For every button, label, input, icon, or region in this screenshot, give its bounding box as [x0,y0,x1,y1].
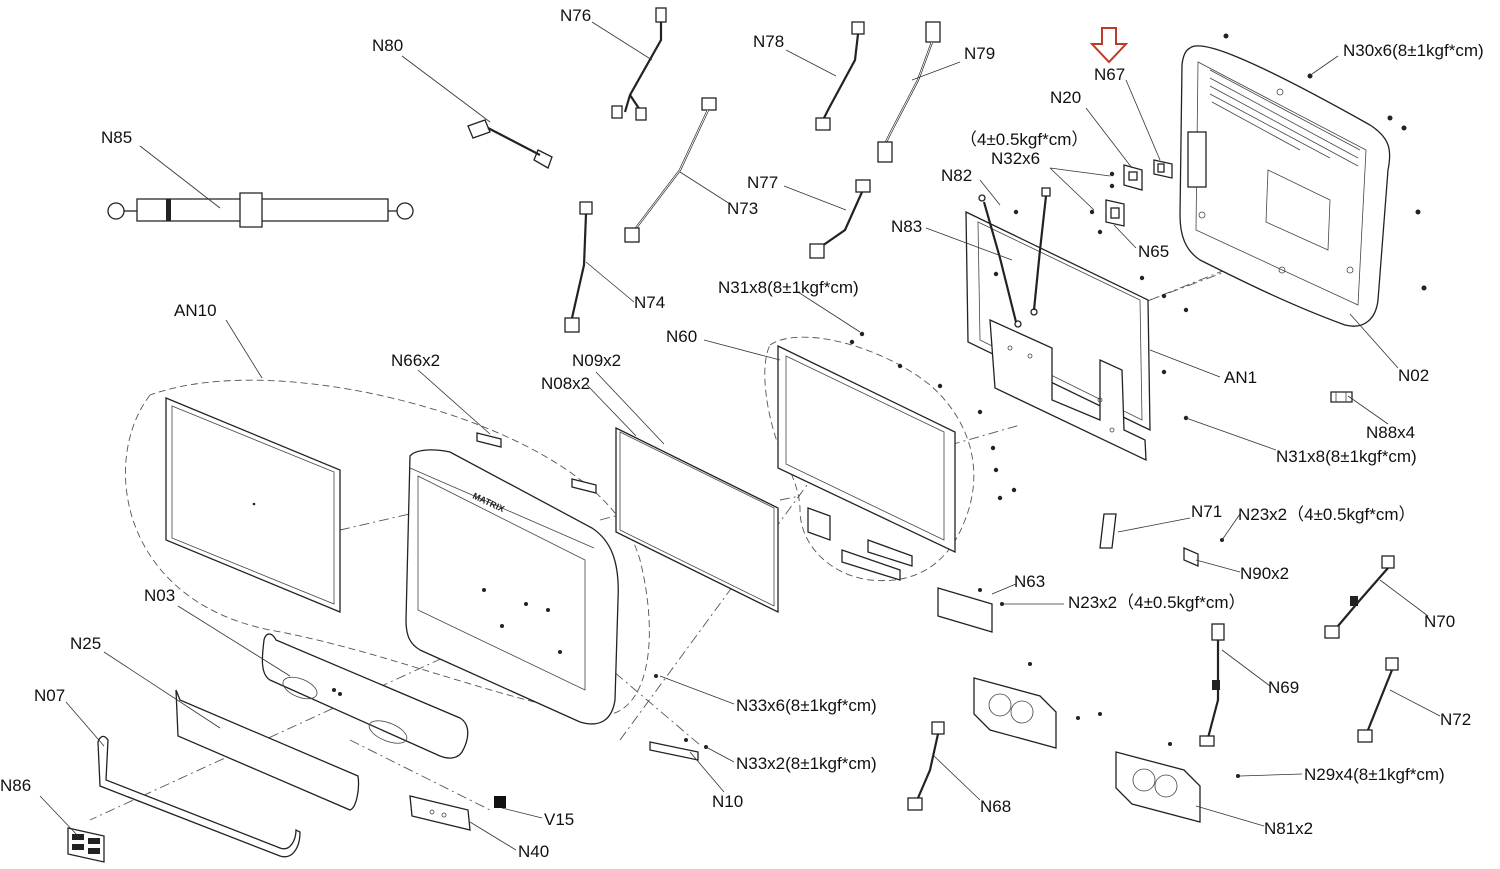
part-n81-speaker-upper [973,662,1102,749]
label-n76: N76 [560,6,591,25]
part-n02-rear-housing [1179,45,1391,327]
leader-lines [39,21,1441,851]
label-n80: N80 [372,36,403,55]
label-n07: N07 [34,686,65,705]
label-n23-a: N23x2（4±0.5kgf*cm） [1238,505,1416,524]
label-n10: N10 [712,792,743,811]
label-n79: N79 [964,44,995,63]
part-n73-cable [624,97,717,243]
label-n68: N68 [980,797,1011,816]
part-n63-board [937,587,1004,633]
part-an10-glass [165,397,341,613]
label-n70: N70 [1424,612,1455,631]
part-n78-cable [815,21,865,131]
label-n23-b: N23x2（4±0.5kgf*cm） [1068,593,1246,612]
part-n71-ribbon [1099,513,1117,549]
label-n31-top: N31x8(8±1kgf*cm) [718,278,859,297]
label-n82: N82 [941,166,972,185]
part-n85-bar [107,192,414,228]
part-n88-clip [1330,391,1353,403]
label-n78: N78 [753,32,784,51]
part-n65-bracket [1097,199,1125,235]
label-n63: N63 [1014,572,1045,591]
part-n03-bezel: MATRIX [405,449,658,725]
part-v15-block [494,796,506,808]
label-n66: N66x2 [391,351,440,370]
part-n77-cable [809,179,871,259]
part-n90-bracket [1183,538,1224,567]
label-n83: N83 [891,217,922,236]
label-n09: N09x2 [572,351,621,370]
label-n88: N88x4 [1366,423,1415,442]
label-n77: N77 [747,173,778,192]
label-n02: N02 [1398,366,1429,385]
label-n03: N03 [144,586,175,605]
label-n32: N32x6 [991,149,1040,168]
label-n69: N69 [1268,678,1299,697]
an10-group-outline [125,379,650,717]
label-n67: N67 [1094,65,1125,84]
label-n85: N85 [101,128,132,147]
part-n66-pads [476,432,597,494]
part-an1-frame [965,210,1151,462]
label-n32-torque: （4±0.5kgf*cm） [960,130,1088,149]
part-n67-switch [1153,159,1173,179]
label-n90: N90x2 [1240,564,1289,583]
part-n70-cable [1324,555,1395,639]
part-n76-cable [611,7,667,121]
part-n80-cable [467,119,553,169]
part-n86-label [67,827,105,863]
part-n25-panel [261,633,469,759]
part-n74-cable [564,201,593,333]
label-n60: N60 [666,327,697,346]
label-an1: AN1 [1224,368,1257,387]
part-n25-cover [175,689,360,811]
highlight-arrow [1089,27,1129,64]
label-n08: N08x2 [541,374,590,393]
part-n10-bar [649,738,708,761]
label-n73: N73 [727,199,758,218]
part-n40-keyplate [409,795,471,831]
n60-group-outline [764,336,975,582]
label-n31-right: N31x8(8±1kgf*cm) [1276,447,1417,466]
part-n83-wire [1030,187,1051,316]
n31-screws [993,209,1189,421]
part-n82-wire [978,194,1022,328]
label-n65: N65 [1138,242,1169,261]
label-n74: N74 [634,293,665,312]
label-n40: N40 [518,842,549,861]
part-n72-cable [1357,657,1399,743]
part-n60-lcd [777,331,1017,581]
label-n20: N20 [1050,88,1081,107]
part-n81-speaker-lower [1115,742,1240,823]
part-n09-glass [615,426,779,614]
part-n79-cable [877,21,941,163]
label-n33-6: N33x6(8±1kgf*cm) [736,696,877,715]
part-n20-bracket [1089,164,1143,215]
label-v15: V15 [544,810,574,829]
part-n69-cable [1199,623,1225,747]
label-n81: N81x2 [1264,819,1313,838]
label-n86: N86 [0,776,31,795]
label-n72: N72 [1440,710,1471,729]
label-n25: N25 [70,634,101,653]
part-n68-cable [907,721,945,811]
label-n71: N71 [1191,502,1222,521]
label-n29: N29x4(8±1kgf*cm) [1304,765,1445,784]
label-an10: AN10 [174,301,217,320]
label-n33-2: N33x2(8±1kgf*cm) [736,754,877,773]
label-n30: N30x6(8±1kgf*cm) [1343,41,1484,60]
part-n07-trim [97,735,301,858]
n30-screws [1223,33,1427,291]
